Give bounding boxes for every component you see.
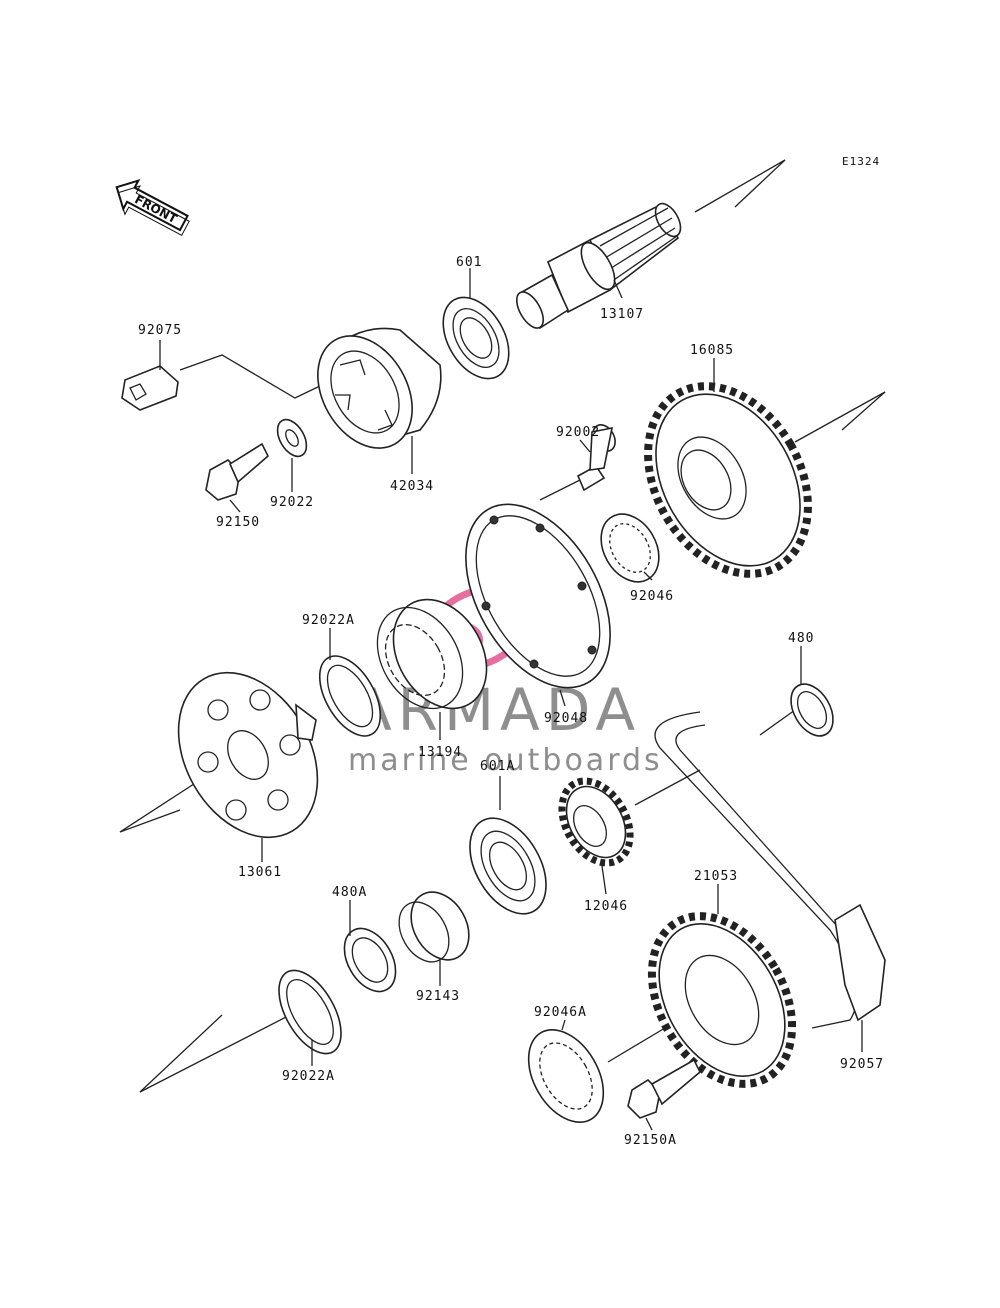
needle-bearing-92046A <box>527 1029 605 1123</box>
label-12046: 12046 <box>584 899 628 914</box>
leader-lines <box>159 268 863 1131</box>
damper-rubber-92075 <box>121 365 179 411</box>
diagram-reference: E1324 <box>842 155 880 168</box>
washer-92022 <box>276 418 308 458</box>
collar-92143 <box>398 891 470 963</box>
label-21053: 21053 <box>694 869 738 884</box>
label-16085: 16085 <box>690 343 734 358</box>
label-13194: 13194 <box>418 745 462 760</box>
watermark: ARMADA marine outboards <box>348 585 663 778</box>
washer-92022A-bottom <box>278 969 342 1055</box>
label-480A: 480A <box>332 885 367 900</box>
needle-bearing-92046 <box>600 513 660 583</box>
watermark-subtitle: marine outboards <box>348 743 663 778</box>
label-92150A: 92150A <box>624 1133 677 1148</box>
circlip-480 <box>790 683 834 737</box>
damper-housing-42034 <box>317 327 442 449</box>
label-13107: 13107 <box>600 307 644 322</box>
label-92150: 92150 <box>216 515 260 530</box>
label-92046: 92046 <box>630 589 674 604</box>
label-42034: 42034 <box>390 479 434 494</box>
sprocket-21053 <box>647 912 797 1088</box>
watermark-title: ARMADA <box>352 676 641 744</box>
gear-16085 <box>644 382 812 578</box>
bearing-601A <box>469 817 547 915</box>
front-arrow-icon: FRONT <box>115 178 190 237</box>
clutch-drum-13194 <box>376 598 488 710</box>
label-92048: 92048 <box>544 711 588 726</box>
label-92022: 92022 <box>270 495 314 510</box>
plate-92048 <box>465 503 611 689</box>
bolt-92002 <box>576 424 616 492</box>
washer-92022A-top <box>318 655 382 737</box>
part-labels: 601 13107 92075 16085 92002 42034 92022 … <box>138 255 884 1148</box>
bearing-601 <box>442 296 510 380</box>
label-92046A: 92046A <box>534 1005 587 1020</box>
label-92022A-bottom: 92022A <box>282 1069 335 1084</box>
label-92143: 92143 <box>416 989 460 1004</box>
shaft-13107 <box>515 202 682 330</box>
label-480: 480 <box>788 631 814 646</box>
axis-lines <box>119 159 886 1093</box>
label-92022A-top: 92022A <box>302 613 355 628</box>
label-13061: 13061 <box>238 865 282 880</box>
hub-13061 <box>177 671 319 839</box>
label-92002: 92002 <box>556 425 600 440</box>
bolt-92150A <box>627 1058 701 1119</box>
circlip-480A <box>343 927 397 993</box>
sprocket-12046 <box>558 777 634 867</box>
label-601: 601 <box>456 255 482 270</box>
chain-92057 <box>654 711 886 1029</box>
label-92075: 92075 <box>138 323 182 338</box>
bolt-92150 <box>205 442 269 501</box>
label-601A: 601A <box>480 759 515 774</box>
label-92057: 92057 <box>840 1057 884 1072</box>
